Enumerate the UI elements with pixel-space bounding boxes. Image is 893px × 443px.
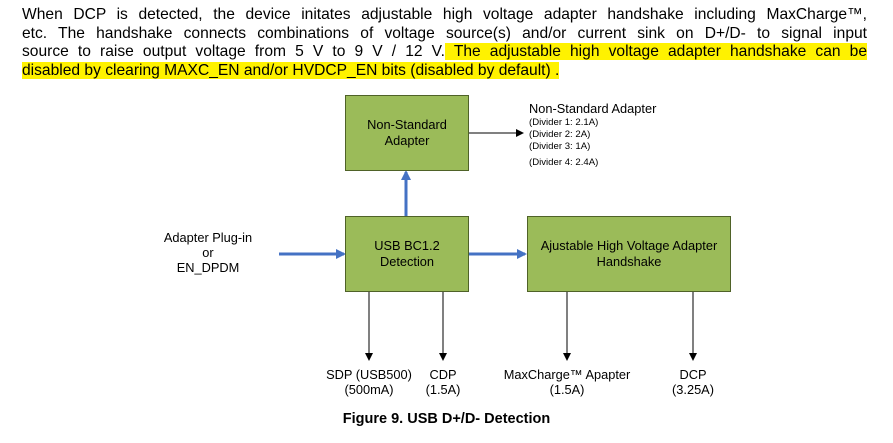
output-sdp-value: (500mA) [344,382,394,397]
divider-2: (Divider 2: 2A) [529,129,591,140]
hv-box-line1: Ajustable High Voltage Adapter [540,238,718,253]
output-maxcharge-name: MaxCharge™ Apapter [503,367,631,382]
output-cdp: CDP (1.5A) [403,367,483,397]
hv-box-line2: Handshake [596,254,662,269]
input-label: Adapter Plug-in or EN_DPDM [148,230,268,275]
output-dcp: DCP (3.25A) [653,367,733,397]
paragraph-line-4-highlight: disabled by clearing MAXC_EN and/or HVDC… [22,61,560,79]
input-label-line2: or [202,245,214,260]
nonstandard-box-line1: Non-Standard [367,117,447,132]
bc12-box-line1: USB BC1.2 [374,238,440,253]
output-dcp-value: (3.25A) [672,382,714,397]
nonstandard-box-line2: Adapter [384,133,430,148]
output-sdp: SDP (USB500) (500mA) [279,367,459,397]
divider-3: (Divider 3: 1A) [529,141,591,152]
output-cdp-value: (1.5A) [425,382,461,397]
paragraph-line-4: disabled by clearing MAXC_EN and/or HVDC… [22,61,867,81]
paragraph-line-1: When DCP is detected, the device initate… [22,6,867,23]
paragraph-line-3: source to raise output voltage from 5 V … [22,43,867,62]
bc12-box-line2: Detection [379,254,435,269]
paragraph-line-2: etc. The handshake connects combinations… [22,24,867,42]
output-dcp-name: DCP [679,367,707,382]
input-label-line1: Adapter Plug-in [163,230,253,245]
output-maxcharge: MaxCharge™ Apapter (1.5A) [487,367,647,397]
figure-caption: Figure 9. USB D+/D- Detection [342,411,551,427]
description-paragraph: When DCP is detected, the device initate… [22,6,867,80]
output-maxcharge-value: (1.5A) [549,382,585,397]
divider-4: (Divider 4: 2.4A) [529,157,599,168]
paragraph-line-3-plain: source to raise output voltage from 5 V … [22,43,445,61]
nonstandard-adapter-title: Non-Standard Adapter [529,101,657,116]
paragraph-line-3-highlight: The adjustable high voltage adapter hand… [445,43,867,61]
input-label-line3: EN_DPDM [176,260,240,275]
output-sdp-name: SDP (USB500) [326,367,412,382]
output-cdp-name: CDP [429,367,457,382]
divider-1: (Divider 1: 2.1A) [529,117,599,128]
